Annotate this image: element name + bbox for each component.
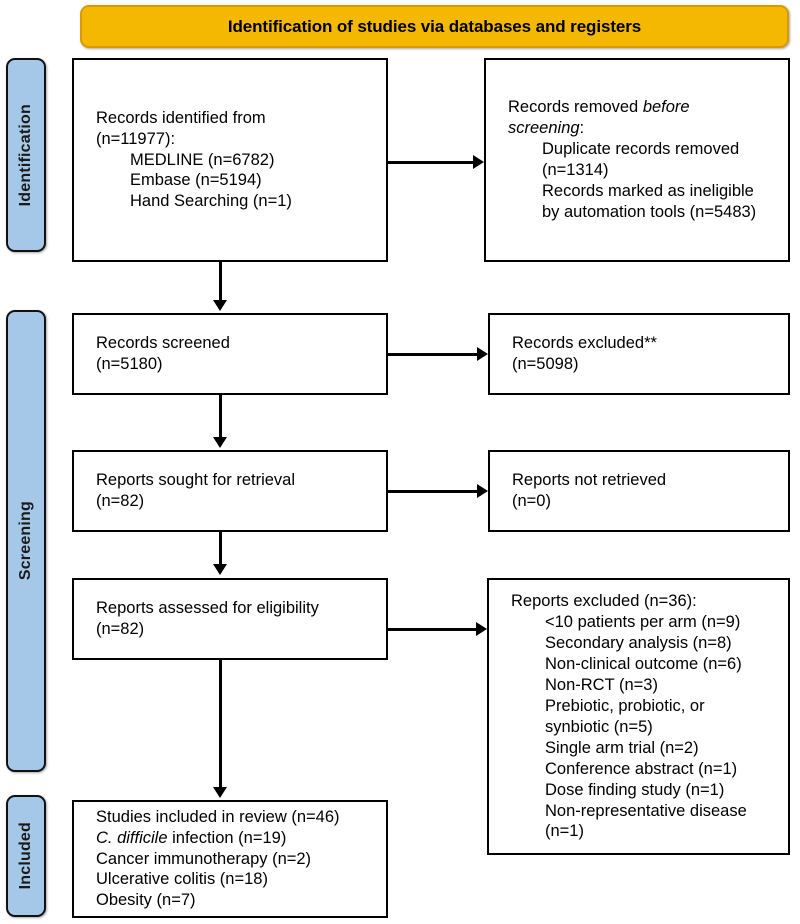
records-removed-line1: Records removed before <box>508 97 788 118</box>
reports-excluded-reason-conference-abstract: Conference abstract (n=1) <box>545 759 738 778</box>
arrow-head-right-icon <box>477 484 488 498</box>
studies-included-ulcerative-colitis: Ulcerative colitis (n=18) <box>96 870 268 889</box>
records-excluded-count: (n=5098) <box>512 355 579 373</box>
reports-excluded-reason-secondary-analysis: Secondary analysis (n=8) <box>545 633 732 652</box>
node-reports-sought-for-retrieval: Reports sought for retrieval (n=82) <box>72 450 388 532</box>
studies-included-obesity: Obesity (n=7) <box>96 891 196 910</box>
reports-excluded-reason-single-arm-trial: Single arm trial (n=2) <box>545 738 699 757</box>
reports-excluded-reason-non-rct: Non-RCT (n=3) <box>545 675 658 694</box>
studies-included-cdiff-emphasis: C. difficile <box>96 828 168 847</box>
reports-excluded-reason-non-representative-line2: (n=1) <box>545 822 584 841</box>
connector-identified-to-screened <box>219 262 222 302</box>
records-removed-line1-emphasis: before <box>642 98 690 117</box>
stage-label-identification: Identification <box>6 58 46 252</box>
arrow-head-right-icon <box>476 622 487 636</box>
node-records-removed-before-screening: Records removed before screening: Duplic… <box>484 58 790 262</box>
reports-excluded-header: Reports excluded (n=36): <box>511 592 697 610</box>
reports-assessed-count: (n=82) <box>96 620 145 638</box>
reports-assessed-label: Reports assessed for eligibility <box>96 599 319 618</box>
records-removed-line2-suffix: : <box>579 119 585 138</box>
connector-screened-to-sought <box>219 395 222 439</box>
connector-sought-to-assessed <box>219 532 222 566</box>
studies-included-cdiff: C. difficile infection (n=19) <box>96 828 386 849</box>
stage-label-screening: Screening <box>6 310 46 772</box>
connector-sought-to-not-retrieved <box>388 490 482 493</box>
records-removed-duplicates: Duplicate records removed <box>542 140 740 159</box>
node-reports-assessed-for-eligibility: Reports assessed for eligibility (n=82) <box>72 578 388 660</box>
stage-label-identification-text: Identification <box>17 103 34 207</box>
studies-included-cdiff-suffix: infection (n=19) <box>167 828 287 847</box>
node-records-excluded: Records excluded** (n=5098) <box>488 313 790 395</box>
node-studies-included-in-review: Studies included in review (n=46) C. dif… <box>72 800 388 918</box>
reports-sought-label: Reports sought for retrieval <box>96 471 296 490</box>
node-records-identified: Records identified from (n=11977): MEDLI… <box>72 58 388 262</box>
studies-included-cancer-immunotherapy: Cancer immunotherapy (n=2) <box>96 849 312 868</box>
records-excluded-label: Records excluded** <box>512 334 657 353</box>
node-reports-not-retrieved: Reports not retrieved (n=0) <box>488 450 790 532</box>
reports-excluded-reason-non-representative-line1: Non-representative disease <box>545 801 747 820</box>
reports-excluded-reason-patients-per-arm: <10 patients per arm (n=9) <box>545 612 741 631</box>
arrow-head-down-icon <box>213 787 227 798</box>
records-removed-duplicates-count: (n=1314) <box>542 161 609 179</box>
stage-label-included-text: Included <box>17 822 34 890</box>
records-removed-automation-line2: by automation tools (n=5483) <box>542 202 757 221</box>
records-identified-line1: Records identified from <box>96 108 266 127</box>
arrow-head-right-icon <box>473 155 484 169</box>
connector-assessed-to-reports-excluded <box>388 628 481 631</box>
reports-not-retrieved-label: Reports not retrieved <box>512 471 667 490</box>
arrow-head-down-icon <box>213 564 227 575</box>
reports-excluded-reason-non-clinical-outcome: Non-clinical outcome (n=6) <box>545 654 742 673</box>
studies-included-total: Studies included in review (n=46) <box>96 807 340 826</box>
arrow-head-down-icon <box>213 437 227 448</box>
records-screened-count: (n=5180) <box>96 355 163 373</box>
records-identified-total: (n=11977): <box>96 129 176 148</box>
reports-not-retrieved-count: (n=0) <box>512 492 551 510</box>
connector-assessed-to-included <box>219 660 222 789</box>
reports-excluded-reason-prebiotic-line2: synbiotic (n=5) <box>545 717 653 736</box>
records-identified-source-medline: MEDLINE (n=6782) <box>130 150 275 169</box>
arrow-head-down-icon <box>213 300 227 311</box>
records-removed-automation-line1: Records marked as ineligible <box>542 181 754 200</box>
records-removed-line1-prefix: Records removed <box>508 98 643 117</box>
node-records-screened: Records screened (n=5180) <box>72 313 388 395</box>
records-identified-source-embase: Embase (n=5194) <box>130 171 262 190</box>
records-screened-label: Records screened <box>96 334 230 353</box>
diagram-banner-title: Identification of studies via databases … <box>80 5 789 48</box>
records-removed-line2: screening: <box>508 118 788 139</box>
stage-label-screening-text: Screening <box>17 501 34 581</box>
stage-label-included: Included <box>6 795 46 917</box>
connector-identified-to-removed <box>388 161 478 164</box>
connector-screened-to-excluded <box>388 353 482 356</box>
records-identified-source-hand-searching: Hand Searching (n=1) <box>130 192 292 211</box>
records-removed-line2-emphasis: screening <box>508 119 580 138</box>
arrow-head-right-icon <box>477 347 488 361</box>
reports-excluded-reason-prebiotic-line1: Prebiotic, probiotic, or <box>545 696 705 715</box>
reports-excluded-reason-dose-finding-study: Dose finding study (n=1) <box>545 780 725 799</box>
reports-sought-count: (n=82) <box>96 492 145 510</box>
node-reports-excluded: Reports excluded (n=36): <10 patients pe… <box>487 578 790 855</box>
